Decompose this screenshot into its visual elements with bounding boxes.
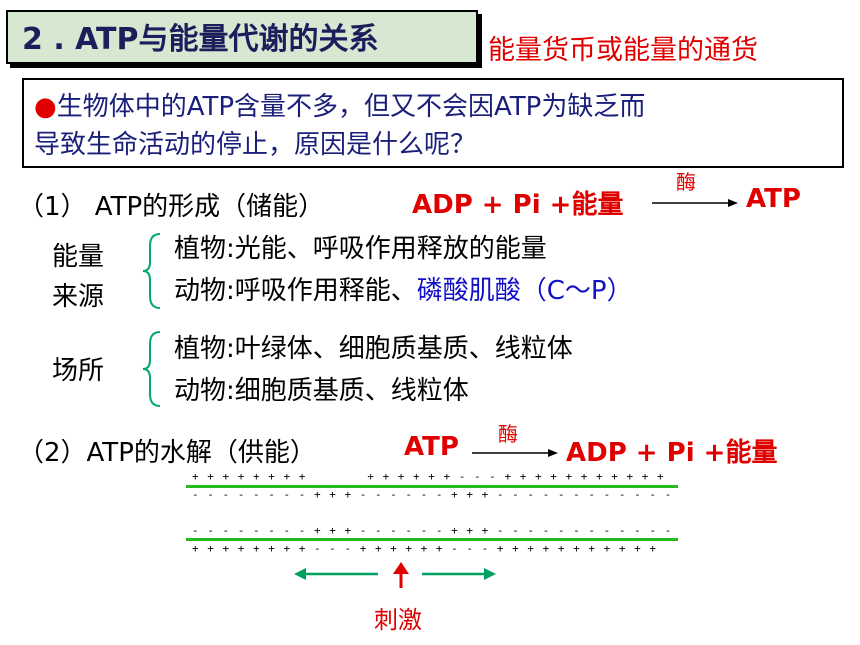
section2-enzyme: 酶 [498,422,518,446]
location-plant: 植物:叶绿体、细胞质基质、线粒体 [174,334,573,364]
membrane-bottom-inner-charges: - - - - - - - - + + + - - - - - - + + + … [192,524,673,537]
section1-enzyme: 酶 [676,170,696,194]
subtitle: 能量货币或能量的通货 [488,35,758,66]
section1-equation-left: ADP + Pi +能量 [412,190,624,220]
question-line-2: 导致生命活动的停止，原因是什么呢？ [34,130,477,160]
membrane-top-line [186,485,678,488]
page-title: 2 . ATP与能量代谢的关系 [22,22,379,57]
section2-equation-left: ATP [404,432,459,462]
bullet: ● [34,92,57,122]
stimulus-label: 刺激 [374,606,422,634]
question-box [22,78,844,168]
conduction-arrows [294,562,496,588]
creatine-phosphate-highlight: 磷酸肌酸（C～P） [416,276,633,306]
question-line-1: ●生物体中的ATP含量不多，但又不会因ATP为缺乏而 [34,92,646,122]
section2-arrow [472,449,558,457]
section1-arrow [652,199,738,207]
location-animal: 动物:细胞质基质、线粒体 [174,376,469,406]
brace-icon [142,233,161,309]
membrane-top-inner-charges: - - - - - - - - + + + - - - - - - + + + … [192,488,673,501]
membrane-bottom-line [186,538,678,541]
energy-source-label-2: 来源 [52,282,105,312]
section2-heading: （2）ATP的水解（供能） [18,438,316,468]
section1-equation-right: ATP [746,184,801,214]
energy-source-label-1: 能量 [52,242,105,272]
brace-icon [142,331,161,407]
location-label: 场所 [52,356,105,386]
membrane-top-outer-charges: + + + + + + + + + + + + + + - - - + + + … [192,470,665,483]
section1-heading: （1） ATP的形成（储能） [18,192,325,222]
membrane-bottom-outer-charges: + + + + + + + + - - - + + + + + + - - - … [192,542,657,555]
energy-source-animal: 动物:呼吸作用释能、磷酸肌酸（C～P） [174,276,633,306]
title-box [6,10,478,64]
energy-source-plant: 植物:光能、呼吸作用释放的能量 [174,234,547,264]
section2-equation-right: ADP + Pi +能量 [566,438,778,468]
